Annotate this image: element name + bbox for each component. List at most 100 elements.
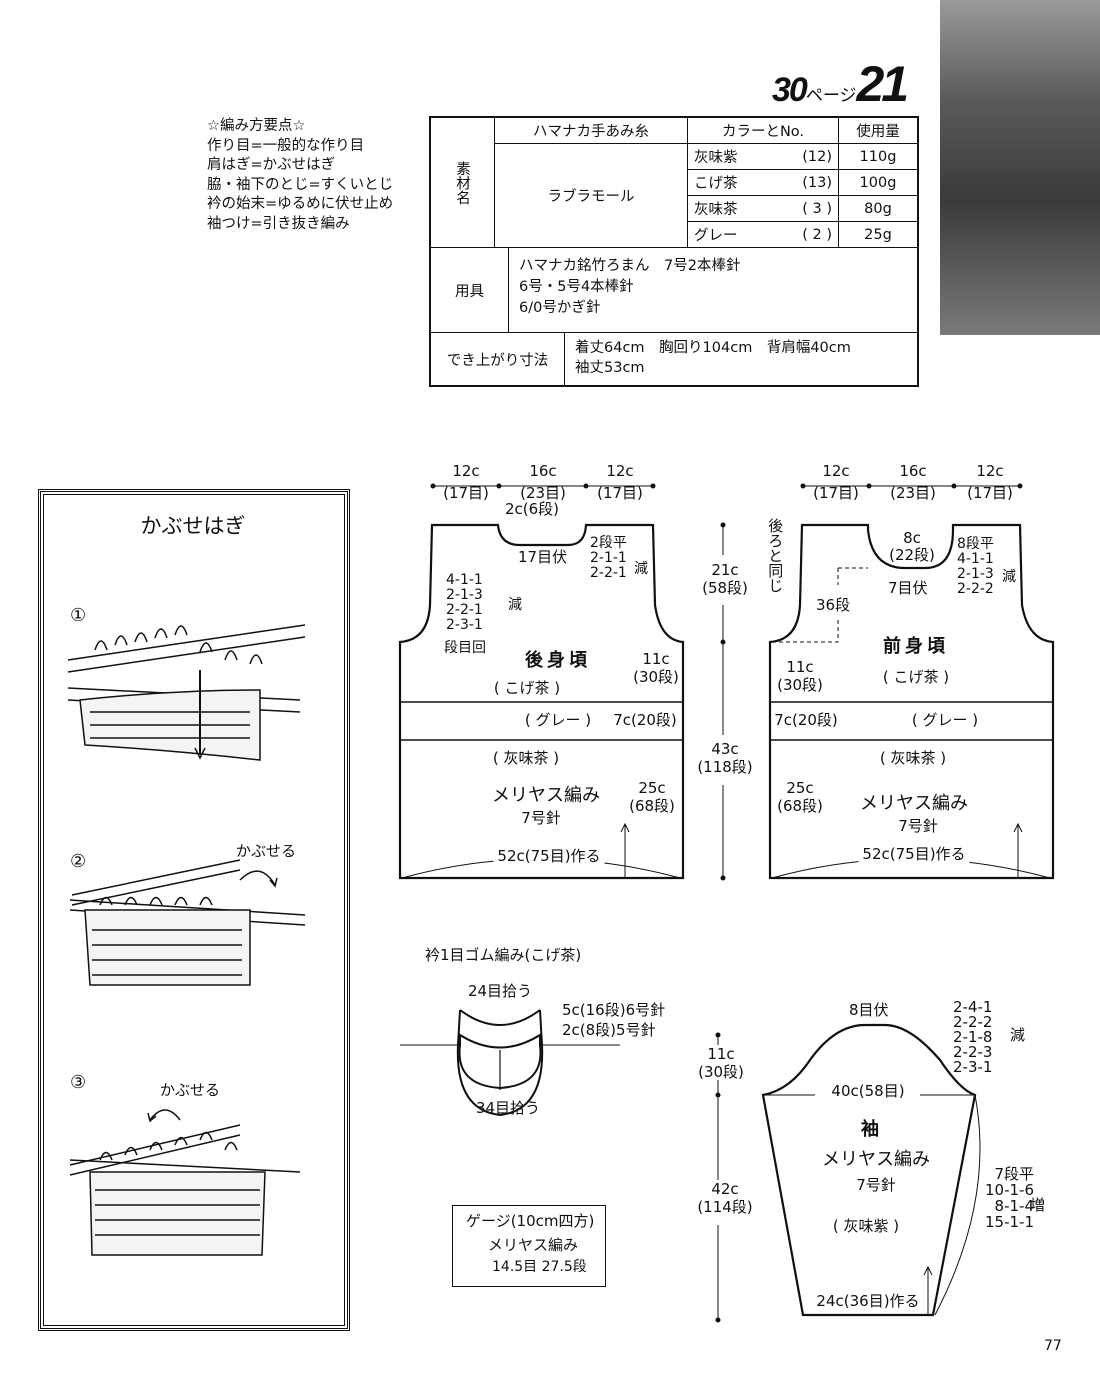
sleeve-dimension-line bbox=[715, 1032, 721, 1323]
back-shoulder-stitches: (17目) bbox=[597, 484, 643, 502]
color-amount: 80g bbox=[838, 195, 919, 222]
back-armhole-decrease: 4-1-1 2-1-3 2-2-1 2-3-1 bbox=[446, 573, 483, 633]
sleeve-outline bbox=[761, 1023, 981, 1317]
dim: 8c bbox=[903, 529, 921, 547]
technique-box bbox=[38, 489, 350, 1331]
same-as-back-note: 後ろと同じ bbox=[766, 518, 785, 593]
back-armhole-label: 段目回 bbox=[444, 640, 486, 656]
dim: (22段) bbox=[889, 546, 935, 564]
note-line: 衿の始末=ゆるめに伏せ止め bbox=[207, 196, 394, 212]
dec-line: 2-1-1 bbox=[590, 550, 627, 566]
collar-bottom-pickup: 34目拾う bbox=[475, 1099, 541, 1117]
sleeve-color: ( 灰味紫 ) bbox=[832, 1217, 900, 1235]
step-number: ② bbox=[70, 851, 87, 872]
page-number: 77 bbox=[1044, 1338, 1062, 1354]
color-no: ( 3 ) bbox=[773, 195, 839, 222]
sleeve-stitch: メリヤス編み bbox=[822, 1149, 930, 1170]
color-no: (12) bbox=[773, 143, 839, 170]
front-neck-bind: 7目伏 bbox=[888, 579, 928, 597]
front-shoulder-stitches: (17目) bbox=[967, 484, 1013, 502]
dec-line: 2-3-1 bbox=[446, 617, 483, 633]
dim: 42c bbox=[711, 1180, 739, 1198]
notes-title: ☆編み方要点☆ bbox=[207, 118, 306, 134]
collar-band-2: 2c(8段)5号針 bbox=[562, 1021, 656, 1039]
technique-title: かぶせはぎ bbox=[140, 514, 246, 538]
front-neck-width: 16c bbox=[899, 462, 927, 480]
front-stitch: メリヤス編み bbox=[860, 793, 968, 814]
back-neck-bind: 17目伏 bbox=[518, 548, 568, 566]
note-line: 袖つけ=引き抜き編み bbox=[207, 215, 350, 232]
gauge-stitch: メリヤス編み bbox=[488, 1236, 579, 1254]
instructions-notes: ☆編み方要点☆ 作り目=一般的な作り目 肩はぎ=かぶせはぎ 脇・袖下のとじ=すく… bbox=[207, 117, 393, 234]
dim: 11c bbox=[786, 658, 814, 676]
front-neck-rows: 36段 bbox=[816, 596, 851, 614]
back-color-3: ( 灰味茶 ) bbox=[492, 749, 560, 767]
color-no: ( 2 ) bbox=[773, 221, 839, 248]
back-body-outline bbox=[398, 523, 685, 880]
collar-band-1: 5c(16段)6号針 bbox=[562, 1001, 666, 1019]
collar-title: 衿1目ゴム編み(こげ茶) bbox=[425, 946, 582, 964]
sleeve-cast-on: 24c(36目)作る bbox=[816, 1292, 920, 1310]
dim: (68段) bbox=[777, 797, 823, 815]
pattern-number: 21 bbox=[856, 56, 910, 112]
inc-label: 増 bbox=[1030, 1196, 1046, 1214]
gauge-value: 14.5目 27.5段 bbox=[492, 1259, 587, 1275]
front-side-1: 11c(30段) bbox=[777, 658, 823, 694]
collar-top-pickup: 24目拾う bbox=[467, 982, 533, 1000]
dec-line: 2段平 bbox=[590, 535, 627, 551]
dec-line: 2-4-1 bbox=[953, 998, 993, 1016]
sleeve-cap-bind: 8目伏 bbox=[849, 1001, 889, 1019]
tool-item: ハマナカ銘竹ろまん 7号2本棒針 bbox=[519, 258, 741, 274]
tool-item: 6/0号かぎ針 bbox=[519, 300, 601, 316]
dec-line: 2-2-3 bbox=[953, 1043, 993, 1061]
tools-list: ハマナカ銘竹ろまん 7号2本棒針 6号・5号4本棒針 6/0号かぎ針 bbox=[509, 248, 750, 332]
back-side-2: 7c(20段) bbox=[613, 711, 677, 729]
dim: 11c bbox=[707, 1045, 735, 1063]
dec-line: 8段平 bbox=[957, 536, 994, 552]
lower-length: 43c(118段) bbox=[697, 740, 753, 776]
dim: 11c bbox=[642, 650, 670, 668]
dec-line: 2-1-3 bbox=[957, 566, 994, 582]
gauge-title: ゲージ(10cm四方) bbox=[466, 1212, 595, 1230]
sleeve-length: 42c(114段) bbox=[697, 1180, 752, 1216]
back-color-1: ( こげ茶 ) bbox=[493, 679, 561, 697]
back-cast-on: 52c(75目)作る bbox=[493, 847, 605, 866]
front-shoulder-width: 12c bbox=[976, 462, 1004, 480]
inc-line: 10-1-6 bbox=[985, 1181, 1034, 1199]
step-label: かぶせる bbox=[236, 842, 297, 860]
size-item: 袖丈53cm bbox=[575, 360, 645, 376]
sleeve-cap-height: 11c(30段) bbox=[698, 1045, 744, 1081]
sleeve-increase: 7段平 10-1-6 8-1-4 15-1-1 bbox=[985, 1166, 1034, 1230]
note-line: 肩はぎ=かぶせはぎ bbox=[207, 157, 336, 173]
dim: (118段) bbox=[697, 758, 753, 776]
dim: (114段) bbox=[697, 1198, 753, 1216]
front-shoulder-stitches: (17目) bbox=[813, 484, 859, 502]
front-side-3: 25c(68段) bbox=[777, 779, 823, 815]
dim: 25c bbox=[638, 779, 666, 797]
note-line: 脇・袖下のとじ=すくいとじ bbox=[207, 176, 394, 193]
gauge-box bbox=[452, 1205, 606, 1287]
dim: 43c bbox=[711, 740, 739, 758]
dim: 21c bbox=[711, 561, 739, 579]
center-dimension-line bbox=[720, 522, 726, 881]
front-color-1: ( こげ茶 ) bbox=[882, 668, 950, 686]
back-needle: 7号針 bbox=[521, 809, 561, 827]
collar-diagram bbox=[400, 1009, 620, 1117]
color-no: (13) bbox=[773, 169, 839, 196]
dec-line: 2-1-8 bbox=[953, 1028, 993, 1046]
back-side-1: 11c(30段) bbox=[633, 650, 679, 686]
back-color-2: ( グレー ) bbox=[524, 711, 592, 729]
inc-line: 7段平 bbox=[994, 1165, 1034, 1183]
dec-line: 2-2-1 bbox=[590, 565, 627, 581]
back-body-title: 後身頃 bbox=[525, 650, 591, 671]
step-label: かぶせる bbox=[160, 1081, 221, 1099]
front-shoulder-width: 12c bbox=[822, 462, 850, 480]
dec-line: 2-2-2 bbox=[953, 1013, 993, 1031]
technique-illustration-2 bbox=[69, 859, 306, 986]
back-neck-decrease: 2段平 2-1-1 2-2-1 bbox=[590, 536, 627, 581]
back-side-3: 25c(68段) bbox=[629, 779, 675, 815]
dim: 25c bbox=[786, 779, 814, 797]
front-neck-decrease: 8段平 4-1-1 2-1-3 2-2-2 bbox=[957, 537, 994, 597]
front-side-2: 7c(20段) bbox=[774, 711, 838, 729]
